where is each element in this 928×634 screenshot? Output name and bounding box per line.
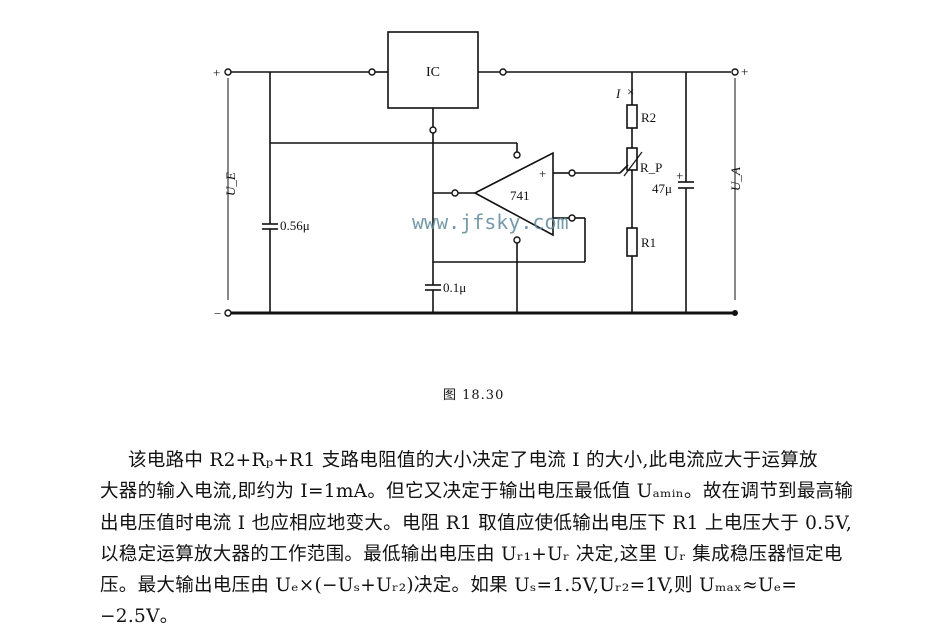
current-marker-icon: ×	[627, 84, 634, 99]
paragraph-line: 大器的输入电流,即约为 I=1mA。但它又决定于输出电压最低值 Uₐₘᵢₙ。故在…	[100, 481, 854, 502]
c1-label: 0.56μ	[280, 218, 310, 233]
paragraph-line: 以稳定运算放大器的工作范围。最低输出电压由 Uᵣ₁+Uᵣ 决定,这里 Uᵣ 集成…	[100, 544, 843, 565]
opamp-741	[473, 151, 554, 237]
paragraph-line: −2.5V。	[100, 606, 179, 627]
rp-label: R_P	[640, 160, 662, 175]
terminal-plus-out	[731, 68, 739, 76]
minus-in-label: −	[214, 306, 221, 321]
ue-label: U_E	[223, 172, 238, 196]
r2-label: R2	[641, 110, 656, 125]
watermark: www.jfsky.com	[412, 210, 569, 234]
plus-in-label: +	[213, 65, 220, 80]
ic-label: IC	[426, 65, 440, 80]
c2-label: 0.1μ	[443, 280, 466, 295]
cap-plus-label: +	[676, 168, 683, 183]
terminal-plus-in	[224, 68, 232, 76]
plus-out-label: +	[741, 64, 748, 79]
paragraph-line: 压。最大输出电压由 Uₑ×(−Uₛ+Uᵣ₂)决定。如果 Uₛ=1.5V,Uᵣ₂=…	[100, 575, 798, 596]
figure-caption: 图 18.30	[443, 388, 505, 403]
terminal-minus-in	[224, 309, 232, 317]
paragraph-line: 出电压值时电流 I 也应相应地变大。电阻 R1 取值应使低输出电压下 R1 上电…	[100, 513, 853, 534]
ua-label: U_A	[728, 167, 743, 191]
r1-label: R1	[641, 235, 656, 250]
opamp-plus-label: +	[539, 166, 546, 181]
circuit-diagram: + − + IC 741 + + U_E U_A 0.56μ 0.1μ 47μ …	[213, 31, 748, 321]
paragraph-line: 该电路中 R2+Rₚ+R1 支路电阻值的大小决定了电流 I 的大小,此电流应大于…	[128, 450, 818, 471]
c3-label: 47μ	[652, 181, 672, 196]
opamp-label: 741	[510, 188, 530, 203]
current-label: I	[615, 86, 621, 101]
